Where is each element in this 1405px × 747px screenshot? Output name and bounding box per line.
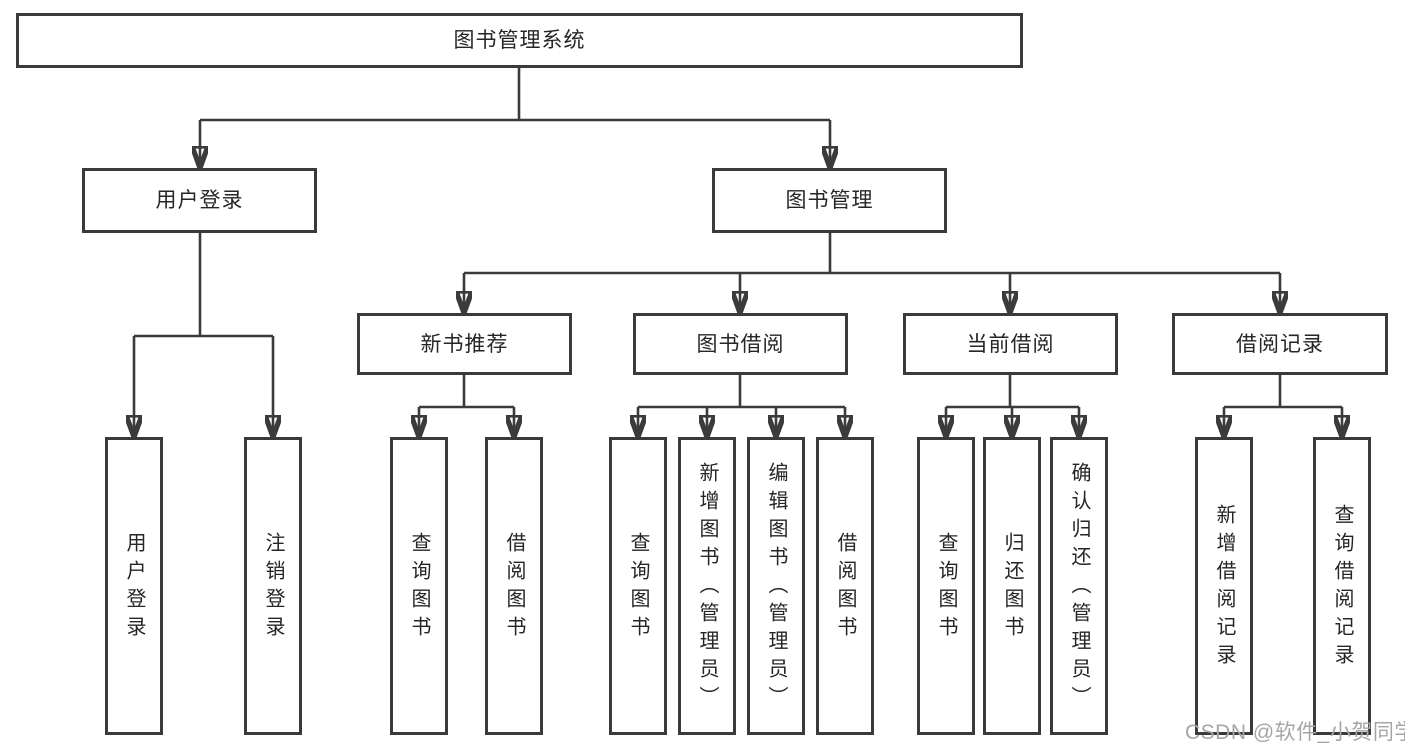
leaf-nbr-query-book: 查询图书 [390, 437, 448, 735]
leaf-cb-confirm-return-admin: 确认归还（管理员） [1050, 437, 1108, 735]
leaf-nbr-borrow-book: 借阅图书 [485, 437, 543, 735]
node-book-borrowing: 图书借阅 [633, 313, 848, 375]
leaf-cb-return-book: 归还图书 [983, 437, 1041, 735]
node-user-login: 用户登录 [82, 168, 317, 233]
leaf-cb-query-book: 查询图书 [917, 437, 975, 735]
node-root: 图书管理系统 [16, 13, 1023, 68]
csdn-watermark: CSDN @软件_小贺同学 [1185, 721, 1405, 744]
leaf-user-login: 用户登录 [105, 437, 163, 735]
leaf-bb-query-book: 查询图书 [609, 437, 667, 735]
tree-rails [134, 68, 1342, 409]
leaf-br-add-record: 新增借阅记录 [1195, 437, 1253, 735]
node-new-book-recommend: 新书推荐 [357, 313, 572, 375]
leaf-br-query-record: 查询借阅记录 [1313, 437, 1371, 735]
node-book-management: 图书管理 [712, 168, 947, 233]
leaf-bb-borrow-book: 借阅图书 [816, 437, 874, 735]
leaf-bb-add-book-admin: 新增图书（管理员） [678, 437, 736, 735]
node-borrow-records: 借阅记录 [1172, 313, 1388, 375]
leaf-bb-edit-book-admin: 编辑图书（管理员） [747, 437, 805, 735]
tree-arrows [134, 120, 1342, 437]
node-current-borrowing: 当前借阅 [903, 313, 1118, 375]
leaf-logout: 注销登录 [244, 437, 302, 735]
